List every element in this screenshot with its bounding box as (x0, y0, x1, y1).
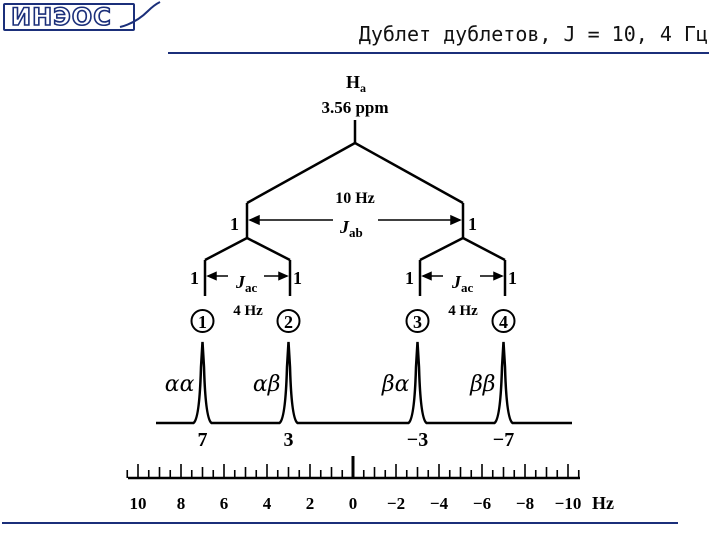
axis-tick-label: 8 (177, 494, 186, 513)
slide-title: Дублет дублетов, J = 10, 4 Гц (358, 22, 708, 46)
footer-rule (2, 522, 678, 524)
axis-tick-label: 4 (263, 494, 272, 513)
axis-tick-label: −4 (430, 494, 449, 513)
jac-value-left: 4 Hz (233, 303, 263, 319)
axis-tick-label: −10 (555, 494, 582, 513)
line-number: 2 (284, 312, 293, 332)
line-number-circle (405, 309, 430, 333)
axis-tick-label: 2 (306, 494, 315, 513)
intensity-1b: 1 (293, 268, 302, 288)
jab-arrow (248, 214, 462, 226)
intensity-left: 1 (230, 214, 239, 234)
jac-label-left: Jac (235, 272, 258, 295)
axis-unit: Hz (592, 493, 614, 513)
jab-value: 10 Hz (335, 190, 375, 207)
line-number-circle (190, 309, 215, 333)
jac-value-right: 4 Hz (448, 303, 478, 319)
logo-swoosh-icon (119, 1, 161, 28)
hz-axis: 10 8 6 4 2 0 −2 −4 −6 −8 −10 (126, 456, 582, 513)
line-number: 4 (499, 312, 508, 332)
line-number: 1 (198, 312, 207, 332)
spectrum-trace (156, 341, 572, 425)
chemical-shift: 3.56 ppm (321, 98, 388, 117)
jac-label-right: Jac (451, 272, 474, 295)
line-position-label: −7 (493, 429, 514, 451)
jac-arrows (206, 271, 504, 281)
line-number: 3 (413, 312, 422, 332)
spin-state-label: αα (165, 372, 195, 397)
logo-text: ИНЭОС (10, 2, 112, 32)
axis-tick-label: −6 (473, 494, 491, 513)
proton-label: Ha (346, 72, 366, 95)
line-number-circle (491, 309, 516, 333)
axis-tick-label: 6 (220, 494, 229, 513)
intensity-right: 1 (468, 214, 477, 234)
intensity-1d: 1 (508, 268, 517, 288)
spin-state-label: βα (381, 372, 410, 397)
line-position-label: 7 (198, 429, 208, 451)
line-number-circle (276, 309, 301, 333)
jab-label: Jab (339, 217, 363, 240)
line-position-label: −3 (407, 429, 428, 451)
line-position-label: 3 (284, 429, 294, 451)
spin-state-label: ββ (469, 372, 495, 397)
axis-tick-label: 10 (130, 494, 147, 513)
intensity-1a: 1 (190, 268, 199, 288)
spin-state-label: αβ (253, 372, 281, 397)
axis-tick-label: −8 (516, 494, 534, 513)
institute-logo: ИНЭОС (3, 2, 135, 32)
intensity-1c: 1 (405, 268, 414, 288)
title-rule (168, 52, 709, 54)
spectrum-lines: 1 αα 7 2 αβ 3 3 βα −3 4 ββ −7 (165, 309, 516, 451)
axis-tick-label: 0 (349, 494, 358, 513)
axis-tick-label: −2 (387, 494, 405, 513)
first-split-lines (203, 120, 507, 296)
